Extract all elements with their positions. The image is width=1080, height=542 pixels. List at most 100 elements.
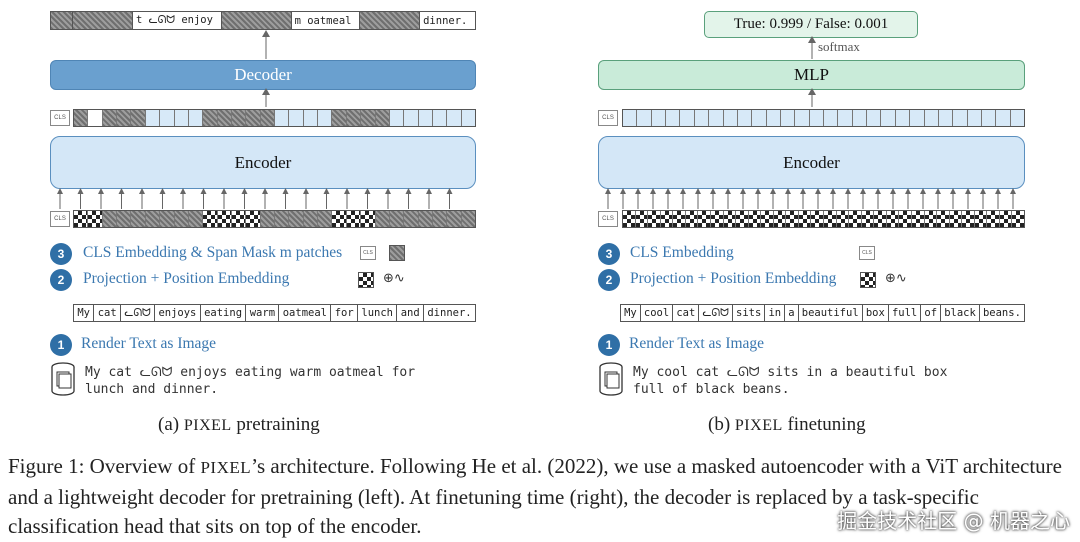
patch-cell: [332, 211, 347, 227]
arrow-icon: [159, 188, 166, 209]
input-arrows: [57, 188, 453, 209]
patch-cell: [623, 110, 638, 126]
arrow-icon: [262, 188, 268, 209]
patch-cell: [938, 110, 954, 126]
patch-cell: [389, 110, 405, 126]
position-embedding-icon: ⊕∿: [885, 271, 907, 286]
rendered-token: in: [765, 305, 786, 321]
rendered-token: eating: [201, 305, 247, 321]
arrow-icon: [1010, 188, 1016, 209]
arrow-icon: [118, 188, 125, 209]
patch-cell: [203, 110, 218, 126]
patch-cell: [346, 211, 362, 227]
mask-patch-icon: [389, 245, 405, 261]
patch-cell: [635, 211, 649, 227]
patch-cell: [694, 110, 710, 126]
patch-cell: [231, 110, 247, 126]
arrow-icon: [385, 188, 391, 209]
arrow-icon: [920, 188, 926, 209]
patch-cell: [418, 110, 433, 126]
patch-cell: [795, 110, 810, 126]
arrow-icon: [770, 188, 776, 209]
arrow-icon: [710, 188, 716, 209]
patch-cell: [160, 211, 175, 227]
patch-cell: [836, 211, 850, 227]
step-1-badge: 1: [598, 334, 620, 356]
input-arrows: [605, 188, 1016, 209]
patch-cell: [886, 211, 900, 227]
arrow-icon: [905, 188, 911, 209]
patch-cell: [289, 211, 304, 227]
patch-cell: [275, 211, 290, 227]
arrow-icon: [950, 188, 956, 209]
step-2-label: Projection + Position Embedding: [83, 270, 290, 287]
arrow-icon: [650, 188, 656, 209]
patch-cell: [987, 211, 1000, 227]
rendered-token: cool: [641, 305, 674, 321]
patch-cell: [404, 110, 419, 126]
patch-cell: [924, 110, 939, 126]
patch-cell: [145, 110, 161, 126]
patch-cell: [160, 110, 175, 126]
masked-patch: [73, 12, 133, 29]
patch-cell: [117, 110, 132, 126]
decoder-block: Decoder: [50, 60, 476, 90]
patch-cell: [117, 211, 132, 227]
arrow-icon: [262, 30, 270, 59]
right-input-text-line1: My cool cat ᓚᘏᗢ sits in a beautiful box: [633, 365, 948, 380]
arrow-icon: [364, 188, 371, 209]
patch-cell: [673, 211, 686, 227]
arrow-icon: [935, 188, 941, 209]
arrow-icon: [785, 188, 791, 209]
patch-cell: [773, 211, 787, 227]
patch-cell: [432, 211, 448, 227]
patch-cell: [737, 110, 753, 126]
patch-cell: [748, 211, 762, 227]
encoder-block: Encoder: [50, 136, 476, 189]
rendered-token: My: [74, 305, 95, 321]
patch-cell: [895, 110, 911, 126]
figure-caption: Figure 1: Overview of PIXEL’s architectu…: [8, 454, 1062, 538]
arrow-icon: [860, 188, 866, 209]
rendered-token: sits: [733, 305, 766, 321]
arrow-icon: [323, 188, 330, 209]
step-2-badge: 2: [50, 269, 72, 291]
rendered-token: a: [785, 305, 799, 321]
patch-cell: [685, 211, 699, 227]
patch-cell: [766, 110, 781, 126]
step-3-badge: 3: [50, 243, 72, 265]
patch-cell: [949, 211, 963, 227]
patch-cell: [1010, 110, 1025, 126]
patch-cell: [217, 110, 232, 126]
patch-cell: [899, 211, 912, 227]
patch-cell: [852, 110, 868, 126]
rendered-token: black: [941, 305, 980, 321]
right-input-text-line2: full of black beans.: [633, 382, 790, 397]
patch-cell: [289, 110, 304, 126]
arrow-icon: [426, 188, 432, 209]
patch-cell: [953, 110, 968, 126]
patch-cell: [418, 211, 433, 227]
patch-cell: [303, 211, 319, 227]
patch-cell: [710, 211, 724, 227]
arrow-icon: [800, 188, 806, 209]
patch-cell: [999, 211, 1013, 227]
patch-cell: [824, 211, 837, 227]
patch-cell: [102, 110, 118, 126]
rendered-token: lunch: [358, 305, 398, 321]
step-3-badge: 3: [598, 243, 620, 265]
arrow-icon: [740, 188, 746, 209]
arrow-icon: [890, 188, 896, 209]
patch-cell: [260, 211, 276, 227]
rendered-token: beautiful: [799, 305, 863, 321]
patch-cell: [88, 211, 103, 227]
arrow-icon: [241, 188, 248, 209]
patch-cell: [981, 110, 997, 126]
cls-legend-icon: CLS: [360, 246, 376, 260]
arrow-icon: [303, 188, 309, 209]
step-3-label: CLS Embedding & Span Mask m patches: [83, 244, 343, 261]
right-encoded-strip: [622, 109, 1025, 127]
right-patch-strip: [622, 210, 1025, 228]
patch-cell: [723, 110, 738, 126]
